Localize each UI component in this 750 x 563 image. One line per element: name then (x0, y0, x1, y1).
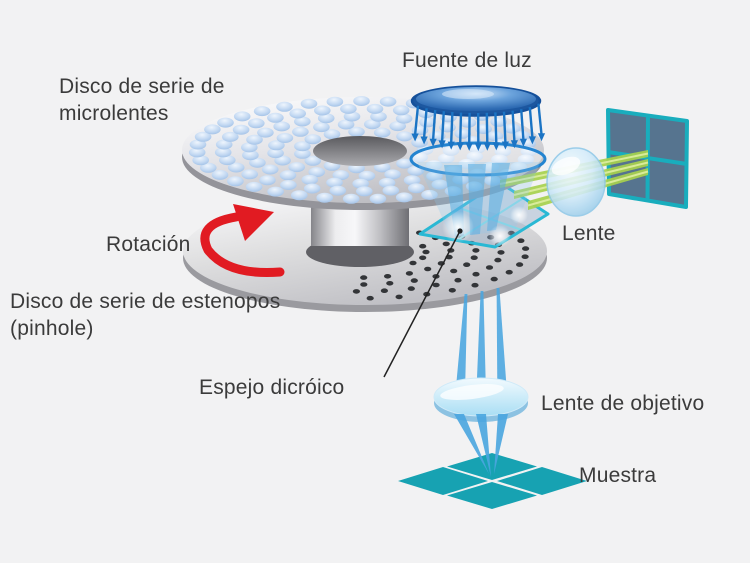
detector-graphic (606, 108, 689, 209)
label-objective-lens: Lente de objetivo (541, 392, 705, 415)
label-microlens-disk: Disco de serie de microlentes (59, 75, 225, 125)
mirror-pointer-line (383, 228, 463, 378)
focused-beams (454, 414, 508, 477)
lens-graphic (546, 147, 606, 217)
sample-graphic (398, 453, 587, 509)
light-source-arrows (411, 103, 546, 151)
light-source-graphic (410, 85, 542, 117)
mirror-glow-spots (442, 206, 528, 247)
objective-lens-graphic (433, 377, 529, 422)
label-light-source: Fuente de luz (402, 49, 532, 72)
label-sample: Muestra (579, 464, 657, 487)
label-dichroic-mirror: Espejo dicróico (199, 376, 345, 399)
label-pinhole-disk: Disco de serie de estenopos (pinhole) (10, 290, 281, 340)
label-rotation: Rotación (106, 233, 191, 256)
label-lens: Lente (562, 222, 616, 245)
rotation-arrow (200, 204, 285, 277)
